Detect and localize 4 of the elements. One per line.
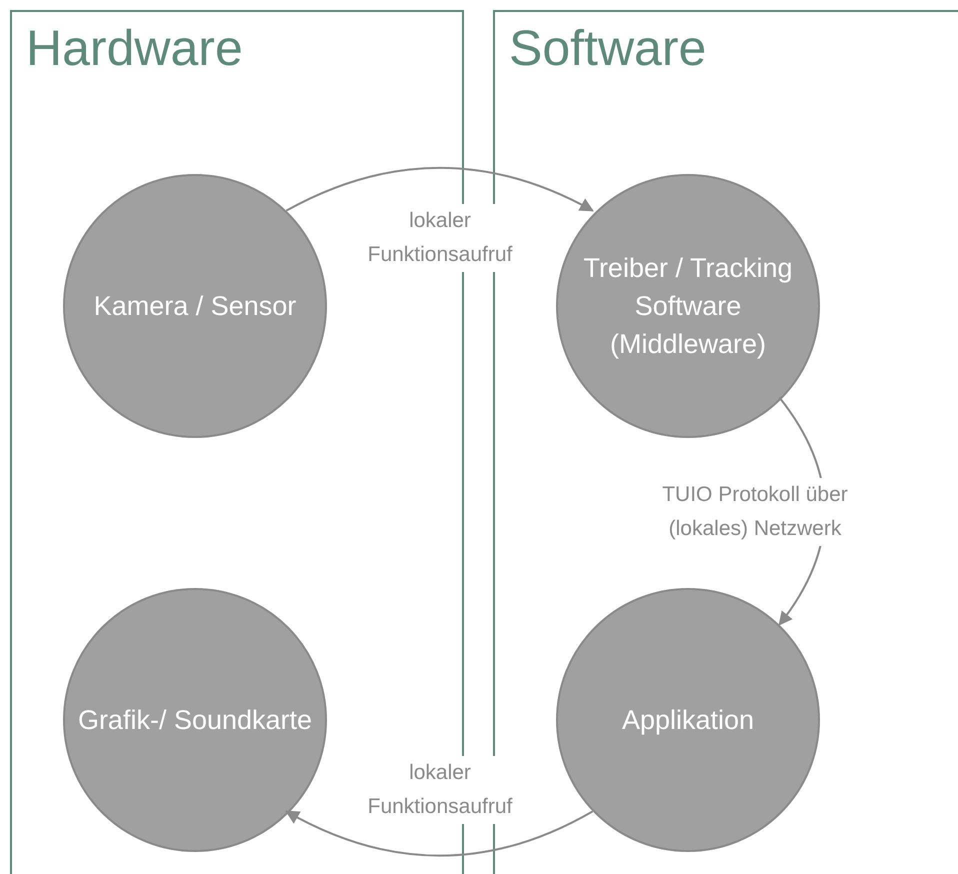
curved-arrow — [286, 166, 594, 212]
section-heading: Software — [509, 19, 706, 78]
curved-arrow — [285, 810, 594, 857]
section-heading: Hardware — [26, 19, 243, 78]
